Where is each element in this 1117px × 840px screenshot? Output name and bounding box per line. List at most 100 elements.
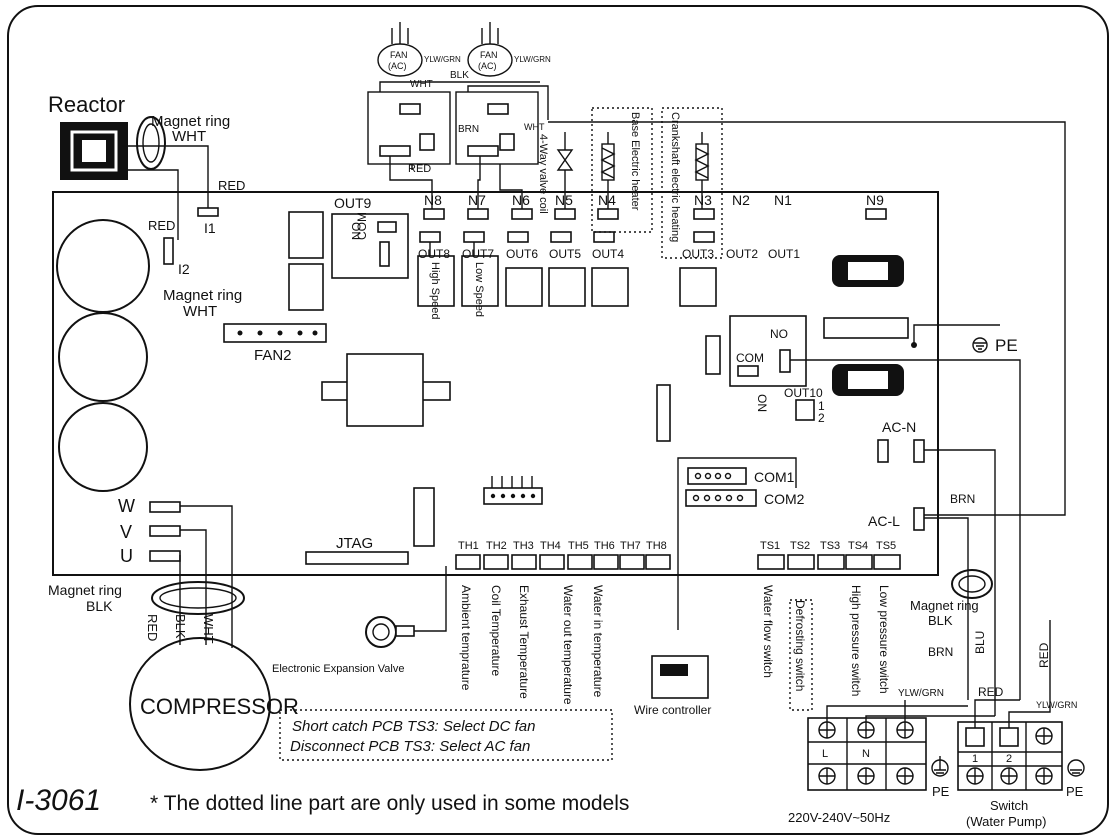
magnet-ring-right-color: BLK	[928, 613, 953, 628]
pe-label: PE	[995, 336, 1018, 355]
compressor-wire-blk: BLK	[173, 614, 188, 639]
n3-label: N3	[694, 192, 712, 208]
eev-icon	[365, 616, 415, 648]
supply-wire-brn: BRN	[928, 645, 953, 659]
ts5-label: TS5	[876, 540, 896, 552]
fan-ac-right-sub: (AC)	[478, 61, 497, 71]
ts4-label: TS4	[848, 540, 868, 552]
note-box	[279, 709, 613, 761]
i1-wire-color: RED	[218, 178, 245, 193]
th5-label: TH5	[568, 540, 589, 552]
model-code: I-3061	[16, 784, 101, 817]
n9-label: N9	[866, 192, 884, 208]
magnet-ring-2-color: WHT	[183, 303, 217, 320]
supply-ground-wire: YLW/GRN	[898, 688, 944, 699]
magnet-ring-blk-label: Magnet ring	[48, 582, 122, 598]
pump-pe-label: PE	[1066, 784, 1084, 799]
fan-ac-left-sub: (AC)	[388, 61, 407, 71]
magnet-ring-wht-label: Magnet ring	[151, 113, 230, 130]
diagram-frame	[7, 5, 1109, 835]
n6-label: N6	[512, 192, 530, 208]
n7-label: N7	[468, 192, 486, 208]
note-line-2: Disconnect PCB TS3: Select AC fan	[290, 738, 530, 755]
th5-desc: Water in temperature	[591, 585, 605, 698]
pump-red-label: RED	[978, 685, 1004, 699]
fan-ac-right-label: FAN	[480, 50, 498, 60]
switch-1-label: 1	[972, 753, 978, 765]
capacitor-1	[56, 219, 150, 313]
reactor-icon	[60, 122, 128, 180]
magnet-ring-blk-color: BLK	[86, 598, 113, 614]
wire-controller-icon	[651, 655, 709, 699]
relay-row	[417, 255, 717, 307]
th1-desc: Ambient temprature	[459, 585, 473, 691]
ts1-label: TS1	[760, 540, 780, 552]
compressor-wire-wht: WHT	[201, 614, 216, 644]
fan-right-ground: YLW/GRN	[514, 55, 551, 64]
valve-icon	[556, 149, 574, 171]
magnet-ring-right-label: Magnet ring	[910, 598, 979, 613]
pump-switch-label: Switch	[990, 798, 1028, 813]
note-line-1: Short catch PCB TS3: Select DC fan	[292, 718, 535, 735]
i2-label: I2	[178, 261, 190, 277]
fan-ac-left-icon: FAN (AC)	[377, 43, 423, 77]
v-label: V	[120, 522, 132, 542]
pump-switch-sub: (Water Pump)	[966, 814, 1046, 829]
fan-left-wht: WHT	[410, 79, 433, 90]
reactor-label: Reactor	[48, 92, 125, 117]
compressor-label: COMPRESSOR	[140, 694, 299, 719]
ts2-label: TS2	[790, 540, 810, 552]
pump-wire-color: RED	[1037, 642, 1051, 668]
fan-left-red: RED	[408, 163, 431, 175]
ac-l-label: AC-L	[868, 513, 900, 529]
ts-connectors	[757, 554, 901, 570]
n-terminal-labels: N8 N7 N6 N5 N4 N3 N2 N1 N9	[424, 192, 884, 208]
ts1-desc: Water flow switch	[761, 585, 775, 678]
fan2-connector	[223, 323, 327, 343]
ts5-desc: Low pressure switch	[877, 585, 891, 694]
relay-no-label: NO	[770, 327, 788, 341]
capacitor-2	[58, 312, 148, 402]
ac-n-wire-color: BLU	[973, 631, 987, 654]
pe-ground-icon	[972, 337, 988, 353]
ts4-desc: High pressure switch	[849, 585, 863, 696]
com2-label: COM2	[764, 491, 805, 507]
footnote: * The dotted line part are only used in …	[150, 792, 629, 815]
out3-label: OUT3	[682, 247, 714, 261]
th2-desc: Coil Temperature	[489, 585, 503, 676]
fan-ac-left-label: FAN	[390, 50, 408, 60]
out9-on: ON	[349, 222, 363, 240]
fan-left-ground: YLW/GRN	[424, 55, 461, 64]
jtag-label: JTAG	[336, 535, 373, 552]
out10-on: ON	[755, 394, 769, 412]
high-speed-label: High Speed	[429, 262, 441, 320]
magnet-ring-wht-color: WHT	[172, 128, 206, 145]
supply-pe-label: PE	[932, 784, 950, 799]
out7-label: OUT7	[462, 247, 494, 261]
com1-label: COM1	[754, 469, 795, 485]
ac-l-wire-color: BRN	[950, 492, 975, 506]
fan-left-blk: BLK	[450, 70, 469, 81]
capacitor-3	[58, 402, 148, 492]
out5-label: OUT5	[549, 247, 581, 261]
ts2-desc: Defrosting switch	[793, 600, 807, 691]
out8-label: OUT8	[418, 247, 450, 261]
out10-pin2: 2	[818, 411, 825, 425]
th3-desc: Exhaust Temperature	[517, 585, 531, 699]
magnet-ring-wht-icon	[136, 116, 166, 170]
n8-label: N8	[424, 192, 442, 208]
w-label: W	[118, 496, 135, 516]
compressor-wire-red: RED	[145, 614, 160, 641]
n5-label: N5	[555, 192, 573, 208]
th8-label: TH8	[646, 540, 667, 552]
fan2-label: FAN2	[254, 347, 292, 364]
n1-label: N1	[774, 192, 792, 208]
out-terminal-labels: OUT8 OUT7 OUT6 OUT5 OUT4 OUT3 OUT2 OUT1	[418, 247, 800, 261]
out9-com: COM	[355, 212, 369, 240]
u-label: U	[120, 546, 133, 566]
four-way-valve-label: 4-Way valve coil	[537, 134, 549, 214]
out9-label: OUT9	[334, 195, 372, 211]
th-connectors	[455, 554, 671, 570]
supply-l-label: L	[822, 748, 828, 760]
